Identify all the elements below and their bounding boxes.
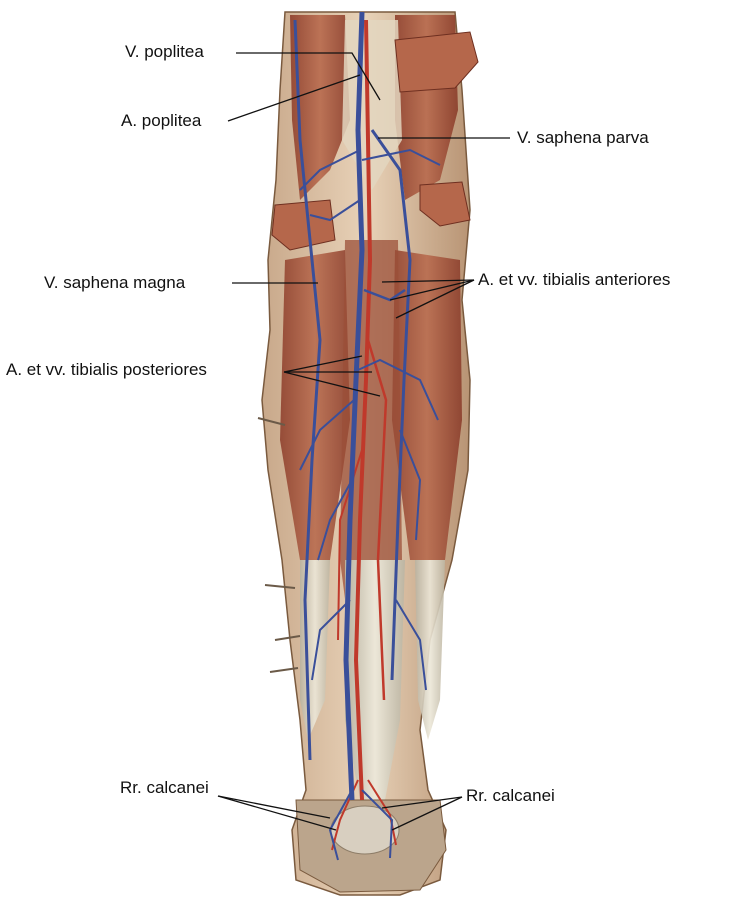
label-tibialis-anteriores: A. et vv. tibialis anteriores	[478, 270, 671, 289]
vein-branch-5	[357, 358, 439, 421]
artery-branch-2	[337, 449, 363, 641]
popliteal-muscles	[290, 15, 350, 200]
vein-branch-2	[361, 148, 441, 166]
label-rr-calcanei-left: Rr. calcanei	[120, 778, 209, 797]
vein-branch-6	[299, 399, 355, 471]
leader-calc-right-1	[381, 796, 463, 809]
leader-calc-right-2	[391, 796, 463, 831]
artery-branch-4	[367, 779, 397, 846]
leader-v-poplitea	[236, 52, 381, 101]
label-rr-calcanei-right: Rr. calcanei	[466, 786, 555, 805]
reflected-flap-right-mid	[419, 181, 471, 227]
vein-branch-10	[395, 599, 427, 691]
posterior-tibial-artery	[353, 19, 373, 801]
vein-branch-8	[399, 429, 422, 541]
nerve-stub-1	[257, 417, 286, 426]
great-saphenous-vein	[293, 19, 322, 761]
leader-tib-ant-2	[389, 279, 475, 301]
small-saphenous-vein	[370, 129, 412, 681]
reflected-flap-right-upper	[394, 31, 479, 93]
nerve-stub-2	[264, 584, 296, 589]
leader-tib-post-3	[283, 371, 381, 397]
label-v-saphena-parva: V. saphena parva	[517, 128, 649, 147]
label-tibialis-posteriores: A. et vv. tibialis posteriores	[6, 360, 207, 379]
vein-branch-1	[299, 149, 361, 191]
artery-branch-1	[366, 339, 388, 701]
leader-calc-left-2	[217, 795, 337, 831]
leader-tib-ant-1	[381, 279, 475, 283]
label-a-poplitea: A. poplitea	[121, 111, 202, 130]
leader-calc-left-1	[217, 795, 331, 819]
leader-tib-post-1	[283, 355, 363, 373]
vein-branch-12	[361, 789, 394, 859]
leader-lines	[217, 52, 510, 831]
tendon-right	[415, 560, 445, 740]
label-v-poplitea: V. poplitea	[125, 42, 204, 61]
calf-muscle-right	[392, 250, 462, 560]
popliteal-vein	[343, 11, 365, 801]
leader-a-poplitea	[227, 74, 361, 122]
reflected-flap-left	[271, 199, 336, 251]
vein-branch-9	[311, 599, 351, 681]
nerve-stub-4	[269, 667, 299, 673]
nerve-stub-3	[274, 635, 301, 641]
vein-branch-11	[328, 789, 353, 861]
leader-tib-ant-3	[395, 279, 475, 319]
vein-branch-3	[309, 199, 361, 222]
label-v-saphena-magna: V. saphena magna	[44, 273, 186, 292]
vein-branch-7	[317, 479, 353, 561]
